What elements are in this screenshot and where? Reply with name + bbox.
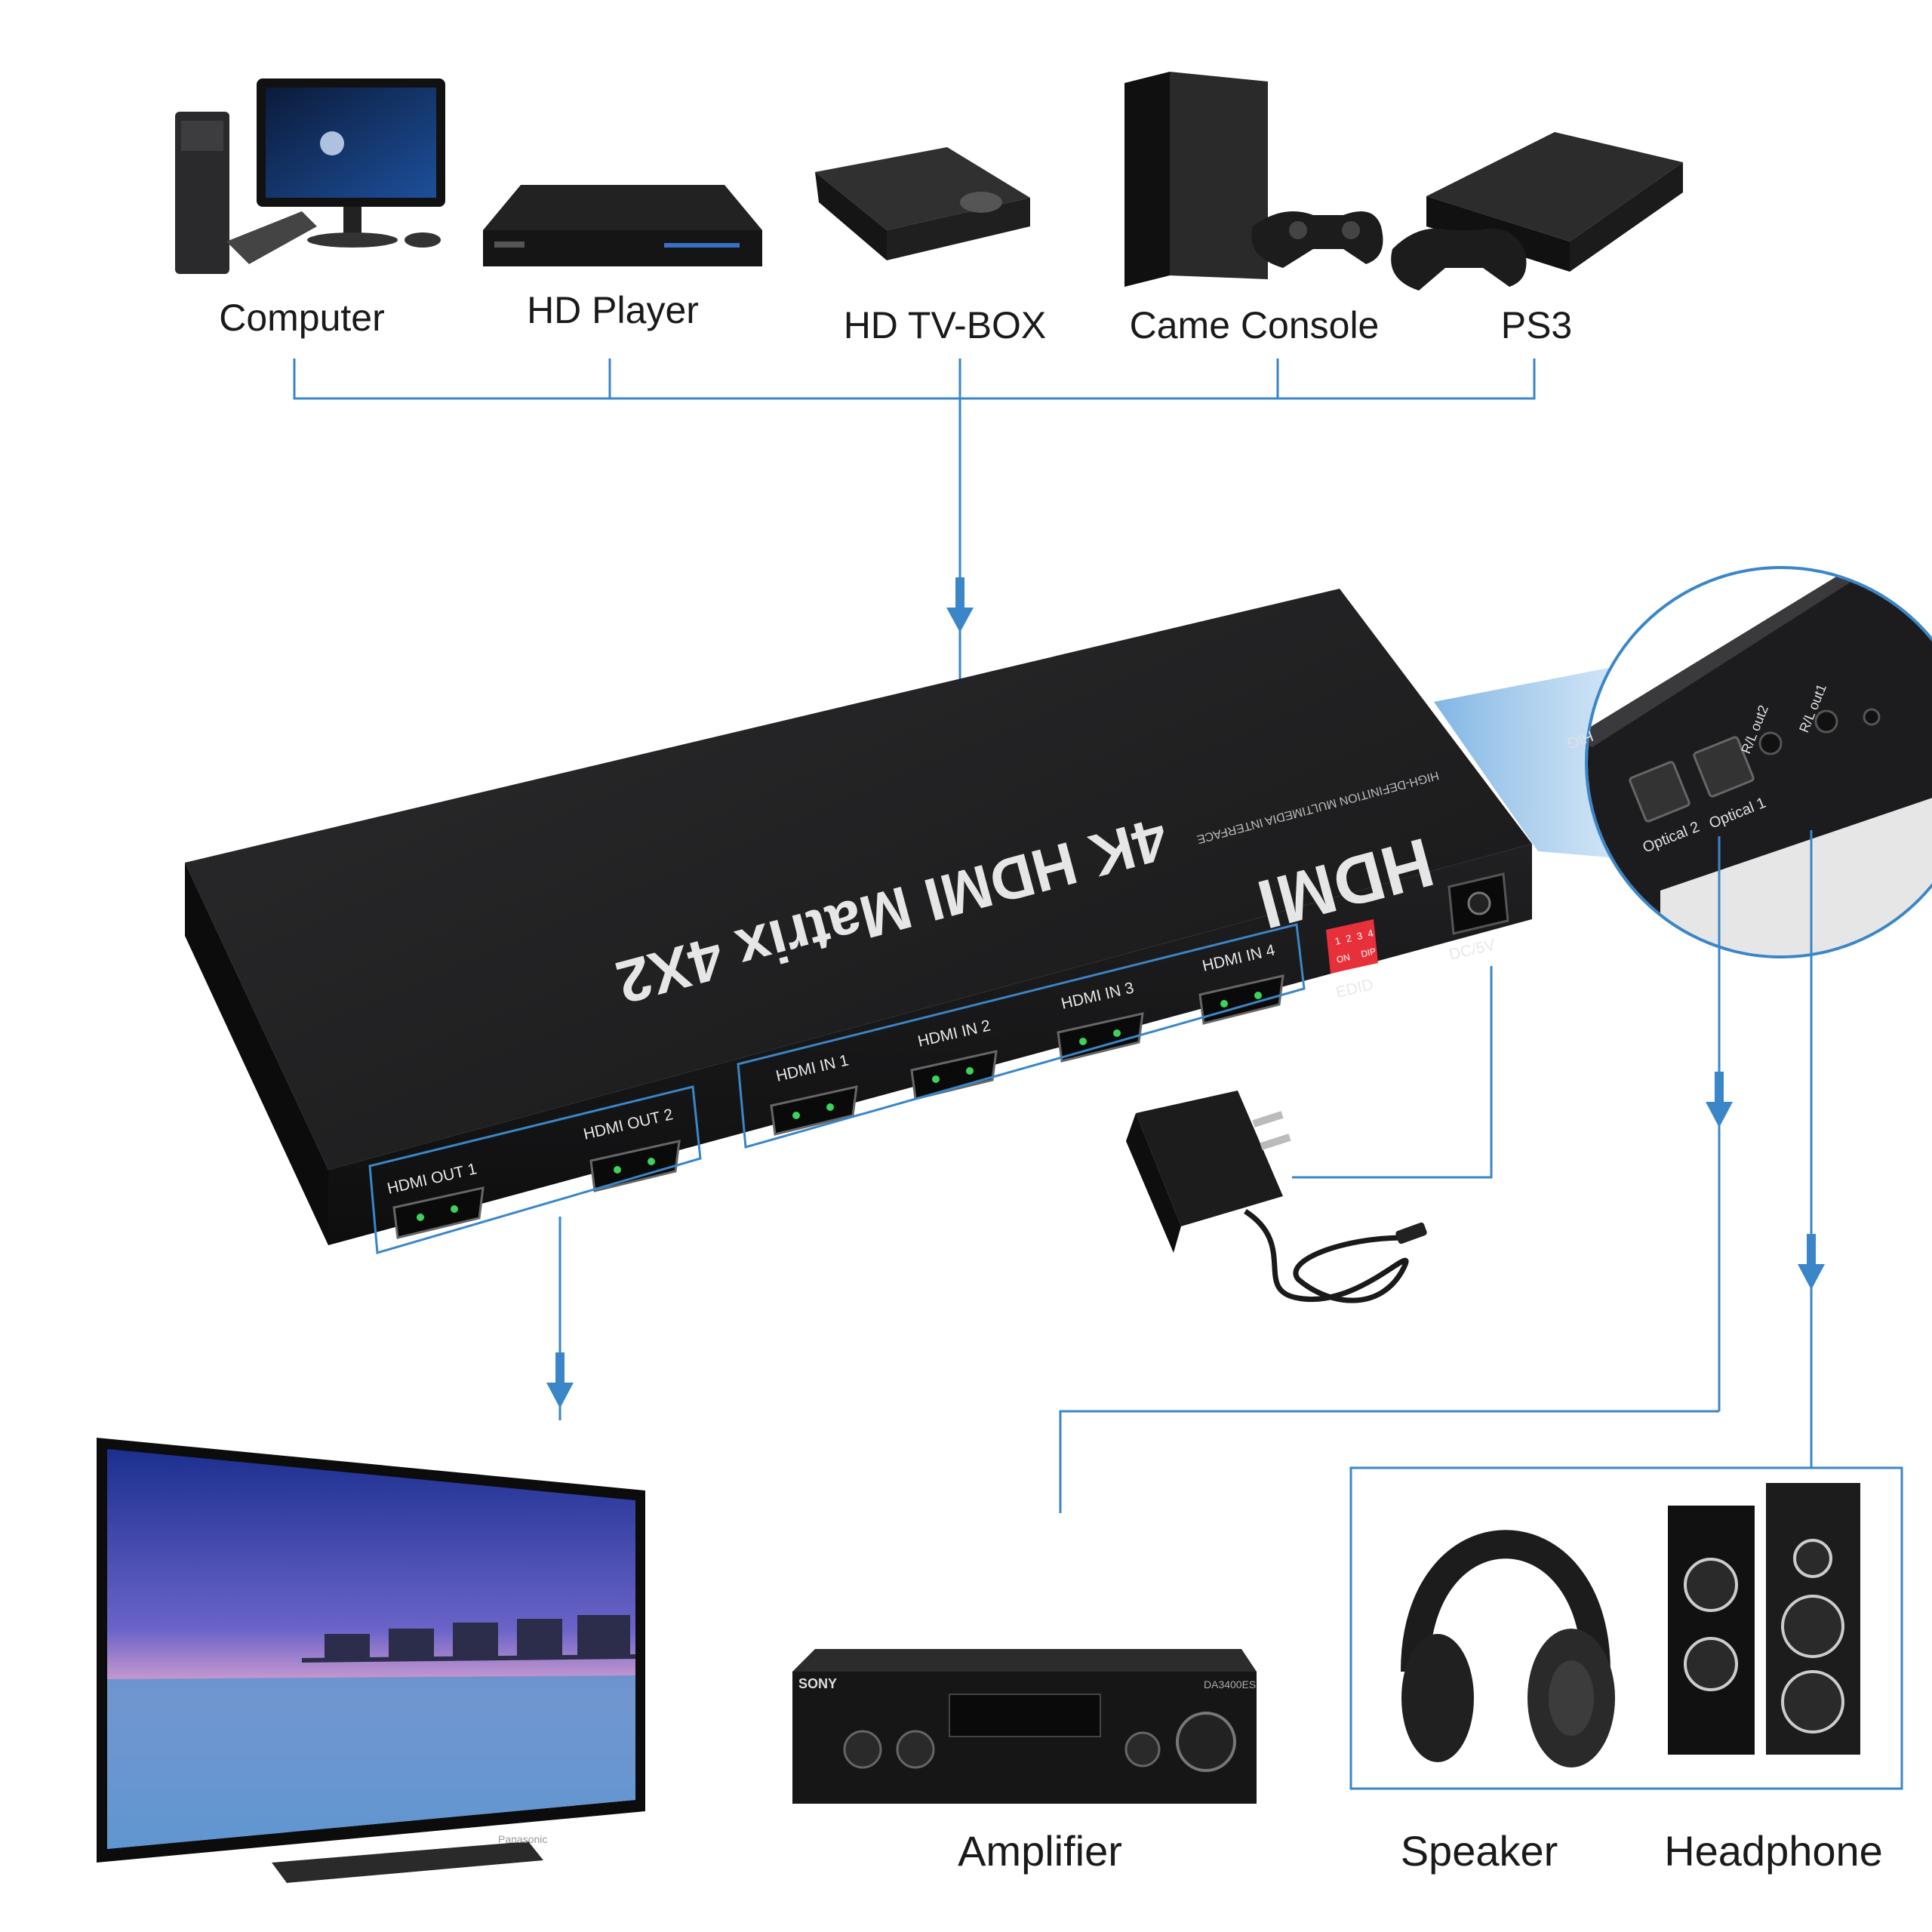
dest-label-headphone: Headphone [1664, 1827, 1883, 1875]
hdmi-out-2-port[interactable] [589, 1140, 681, 1192]
amplifier-model: DA3400ES [1204, 1678, 1256, 1690]
power-line [1292, 966, 1493, 1179]
dest-label-amplifier: Amplifier [958, 1827, 1122, 1875]
ps3-image [1391, 132, 1683, 291]
amplifier-image: SONY DA3400ES [792, 1649, 1257, 1804]
edid-dip-switch[interactable]: 1 2 3 4 ON DIP [1326, 919, 1378, 974]
svg-text:ON DIP: ON DIP [1336, 946, 1377, 965]
input-arrow [946, 577, 974, 632]
audio-arrow [1798, 1234, 1825, 1290]
game-console-image [1124, 72, 1383, 287]
dip-number-3: 3 [1355, 930, 1363, 942]
computer-image [175, 78, 445, 274]
output-group-box [368, 1085, 702, 1254]
zoom-panel: Optical 2 Optical 1 R/L out2 R/L out1 HI… [1564, 566, 1932, 958]
speakers-image [1668, 1483, 1860, 1755]
tv-box-image [815, 147, 1030, 260]
source-label-ps3: PS3 [1501, 304, 1573, 346]
power-adapter-image [1126, 1091, 1427, 1303]
amp-arrow [1706, 1072, 1733, 1128]
source-label-computer: Computer [219, 297, 385, 339]
dip-on-label: ON [1336, 952, 1352, 965]
hdmi-out-1-port[interactable] [392, 1186, 485, 1239]
source-label-tv-box: HD TV-BOX [844, 304, 1047, 346]
dest-label-speaker: Speaker [1401, 1827, 1558, 1875]
dip-number-2: 2 [1345, 932, 1352, 944]
hdmi-in-3-port[interactable] [1057, 1012, 1144, 1063]
hdmi-matrix-device: 4K HDMI Matrix 4X2 HDMI HIGH-DEFINITION … [185, 589, 1532, 1245]
dip-number-1: 1 [1334, 935, 1341, 947]
headphones-image [1401, 1530, 1615, 1767]
hdmi-in-2-port[interactable] [910, 1050, 998, 1100]
hd-player-image [483, 185, 762, 266]
dip-number-4: 4 [1367, 928, 1374, 940]
dip-text-label: DIP [1360, 946, 1377, 959]
audio-output-group-box [1349, 1466, 1903, 1790]
source-label-hd-player: HD Player [527, 289, 699, 331]
input-group-box [737, 923, 1306, 1149]
dc-power-jack[interactable] [1447, 872, 1509, 935]
svg-text:1 2 3: 1 2 3 4 [1334, 928, 1374, 947]
source-bus-line [293, 358, 1536, 400]
amplifier-brand: SONY [798, 1676, 837, 1691]
tv-image: Panasonic [97, 1438, 645, 1883]
source-label-game-console: Came Console [1130, 304, 1380, 346]
amp-line [1059, 1410, 1719, 1513]
hdmi-in-1-port[interactable] [770, 1085, 858, 1136]
edid-label: EDID [1334, 976, 1375, 1001]
tv-brand: Panasonic [498, 1833, 547, 1845]
dc-power-label: DC/5V [1447, 937, 1497, 964]
tv-arrow [546, 1352, 574, 1408]
